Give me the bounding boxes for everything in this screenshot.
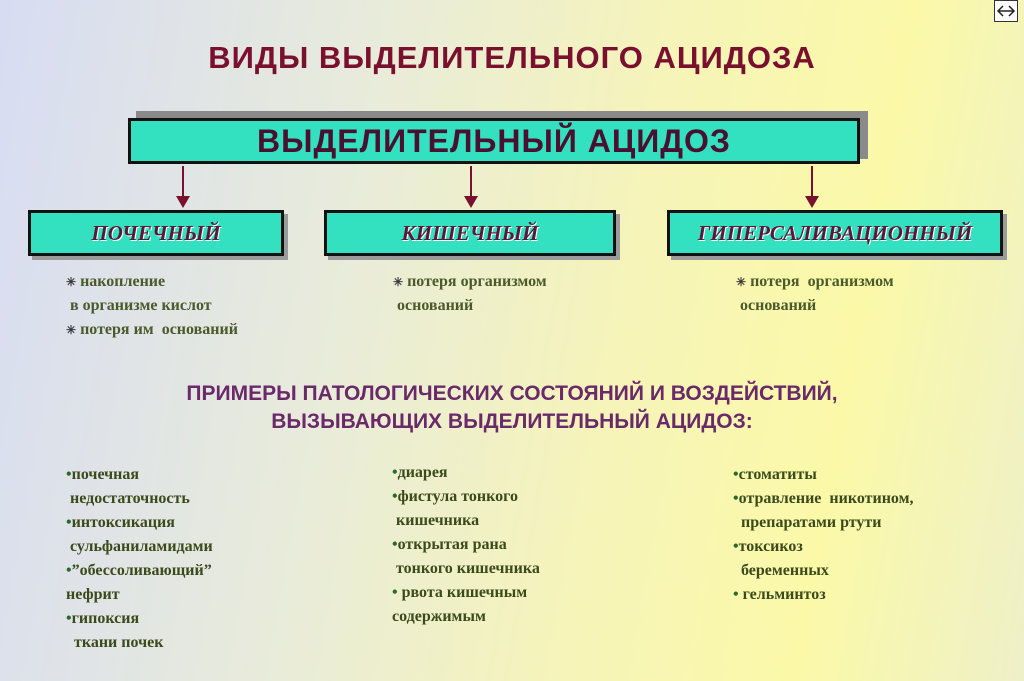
star-bullet-icon: ✳ [393, 275, 404, 289]
list-item: • рвота кишечным [392, 584, 528, 601]
renal-description: ✳ накопление в организме кислот ✳ потеря… [66, 270, 238, 342]
bullet-icon: • [733, 466, 739, 483]
list-item: в организме кислот [66, 297, 212, 314]
page-title: ВИДЫ ВЫДЕЛИТЕЛЬНОГО АЦИДОЗА [208, 40, 816, 75]
list-item: •”обессоливающий” [66, 562, 212, 579]
list-item: •токсикоз [733, 538, 803, 555]
bullet-icon: • [392, 536, 398, 553]
examples-column-3: •стоматиты •отравление никотином, препар… [733, 463, 914, 607]
category-box-hypersalivation: ГИПЕРСАЛИВАЦИОННЫЙ [667, 210, 1003, 256]
bullet-icon: • [66, 514, 72, 531]
bullet-icon: • [733, 586, 739, 603]
hypersalivation-description: ✳ потеря организмом оснований [736, 270, 894, 318]
list-item: содержимым [392, 608, 486, 625]
bullet-icon: • [392, 488, 398, 505]
examples-column-1: •почечная недостаточность •интоксикация … [66, 463, 213, 655]
list-item: •диарея [392, 464, 448, 481]
main-category-box: ВЫДЕЛИТЕЛЬНЫЙ АЦИДОЗ [128, 118, 860, 164]
list-item: •отравление никотином, [733, 490, 914, 507]
list-item: препаратами ртути [733, 514, 882, 531]
examples-heading: ПРИМЕРЫ ПАТОЛОГИЧЕСКИХ СОСТОЯНИЙ И ВОЗДЕ… [186, 382, 838, 433]
bullet-icon: • [66, 466, 72, 483]
list-item: •открытая рана [392, 536, 507, 553]
bullet-icon: • [66, 610, 72, 627]
arrow-to-hypersalivation [805, 166, 819, 208]
presentation-nav-icon[interactable] [994, 0, 1018, 22]
list-item: •интоксикация [66, 514, 175, 531]
star-bullet-icon: ✳ [66, 275, 77, 289]
arrow-to-intestinal [464, 166, 478, 208]
list-item: тонкого кишечника [392, 560, 540, 577]
bullet-icon: • [733, 490, 739, 507]
list-item: недостаточность [66, 490, 190, 507]
list-item: •почечная [66, 466, 140, 483]
list-item: сульфаниламидами [66, 538, 213, 555]
list-item: •гипоксия [66, 610, 140, 627]
star-bullet-icon: ✳ [736, 275, 747, 289]
category-box-intestinal: КИШЕЧНЫЙ [324, 210, 616, 256]
bullet-icon: • [392, 584, 398, 601]
list-item: кишечника [392, 512, 480, 529]
category-box-renal: ПОЧЕЧНЫЙ [28, 210, 284, 256]
bullet-icon: • [66, 562, 72, 579]
list-item: • гельминтоз [733, 586, 826, 603]
list-item: ✳ потеря организмом [393, 273, 547, 290]
list-item: оснований [393, 297, 474, 314]
list-item: •фистула тонкого [392, 488, 518, 505]
bullet-icon: • [733, 538, 739, 555]
list-item: нефрит [66, 586, 120, 603]
list-item: оснований [736, 297, 817, 314]
list-item: •стоматиты [733, 466, 817, 483]
star-bullet-icon: ✳ [66, 323, 77, 337]
arrow-to-renal [176, 166, 190, 208]
list-item: беременных [733, 562, 829, 579]
list-item: ✳ потеря им оснований [66, 321, 238, 338]
intestinal-description: ✳ потеря организмом оснований [393, 270, 547, 318]
list-item: ✳ накопление [66, 273, 166, 290]
list-item: ткани почек [66, 634, 164, 651]
bullet-icon: • [392, 464, 398, 481]
examples-column-2: •диарея •фистула тонкого кишечника •откр… [392, 461, 540, 629]
list-item: ✳ потеря организмом [736, 273, 894, 290]
